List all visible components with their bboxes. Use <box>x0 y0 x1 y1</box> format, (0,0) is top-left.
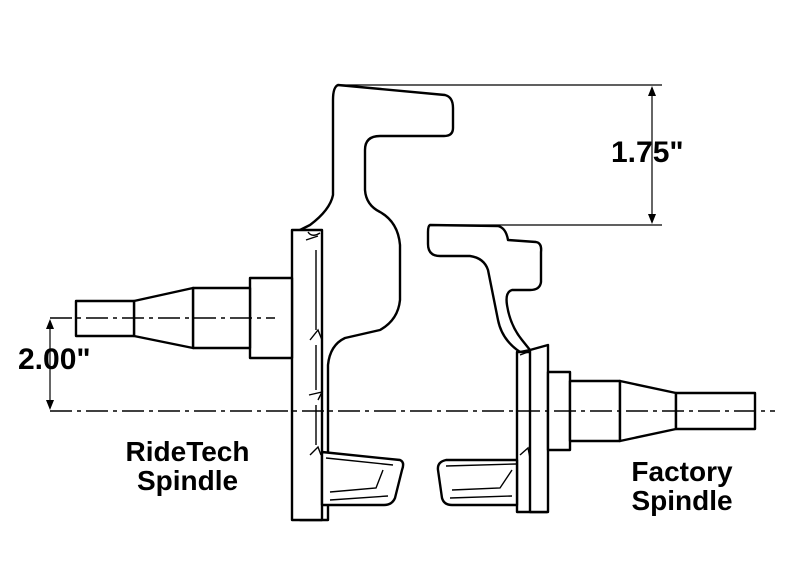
ridetech-label-line1: RideTech <box>125 436 250 467</box>
ridetech-plate-detail <box>305 231 324 456</box>
ridetech-caliper-mount <box>320 450 405 507</box>
factory-label-line2: Spindle <box>631 485 733 517</box>
ridetech-spindle-label: RideTech Spindle <box>110 437 265 496</box>
height-dimension <box>340 84 662 226</box>
ridetech-label-line2: Spindle <box>136 465 239 497</box>
ridetech-caliper-detail <box>325 457 394 501</box>
ridetech-spindle <box>74 83 455 522</box>
factory-caliper-mount <box>436 458 519 507</box>
factory-label-line1: Factory <box>631 456 733 487</box>
ridetech-upper-arm <box>298 83 455 522</box>
factory-caliper-detail <box>445 463 517 499</box>
height-dimension-label: 1.75" <box>611 136 684 169</box>
offset-dimension <box>46 319 54 410</box>
factory-upper-plate <box>528 343 550 514</box>
offset-dimension-label: 2.00" <box>18 343 91 376</box>
factory-plate-detail <box>519 351 531 459</box>
ridetech-knuckle-plate <box>290 228 324 522</box>
factory-upper-arm <box>426 223 543 354</box>
factory-spindle-label: Factory Spindle <box>612 457 752 516</box>
